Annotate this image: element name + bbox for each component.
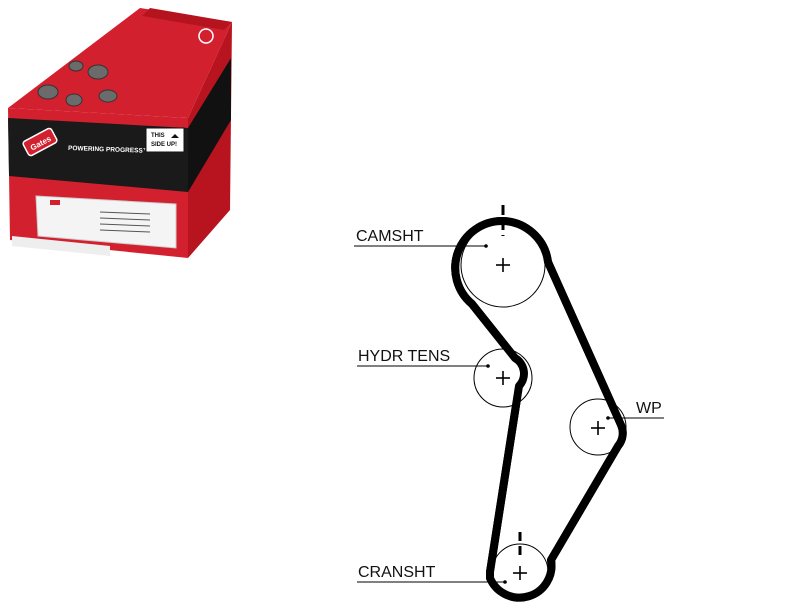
up-arrow-icon <box>171 134 179 138</box>
this-side-up-sticker <box>145 127 185 153</box>
hydraulic-tensioner-callout: HYDR TENS <box>357 348 490 368</box>
water-pump-label: WP <box>636 400 662 417</box>
camshaft-center-icon <box>496 258 510 272</box>
hydraulic-tensioner-center-icon <box>496 371 510 385</box>
box-white-label <box>35 195 177 249</box>
crankshaft-label: CRANSHT <box>358 564 436 581</box>
box-side-logo-circle <box>198 28 214 44</box>
box-slogan: POWERING PROGRESS™ <box>68 145 149 155</box>
box-top-face <box>8 8 232 118</box>
box-top-band <box>142 8 232 30</box>
box-top-pulley-images <box>37 60 118 107</box>
box-side-black-band <box>188 58 231 192</box>
camshaft-label: CAMSHT <box>356 228 424 245</box>
water-pump-center-icon <box>591 421 605 435</box>
gates-logo: Gates <box>22 127 58 157</box>
label-small-logo <box>50 200 60 205</box>
box-bottom-strip <box>12 236 110 256</box>
belt-diagram: CAMSHT HYDR TENS WP CRANSHT <box>354 205 664 602</box>
this-side-up-line2: SIDE UP! <box>151 142 177 148</box>
crankshaft-center-icon <box>513 566 527 580</box>
camshaft-callout: CAMSHT <box>354 228 488 248</box>
hydraulic-tensioner-label: HYDR TENS <box>358 348 450 365</box>
label-barcode <box>99 211 151 233</box>
product-box: Gates POWERING PROGRESS™ THIS SIDE UP! <box>8 8 232 258</box>
this-side-up-line1: THIS <box>151 133 165 139</box>
water-pump-callout: WP <box>606 400 664 420</box>
timing-belt-overlay <box>451 217 627 602</box>
crankshaft-callout: CRANSHT <box>357 564 507 584</box>
